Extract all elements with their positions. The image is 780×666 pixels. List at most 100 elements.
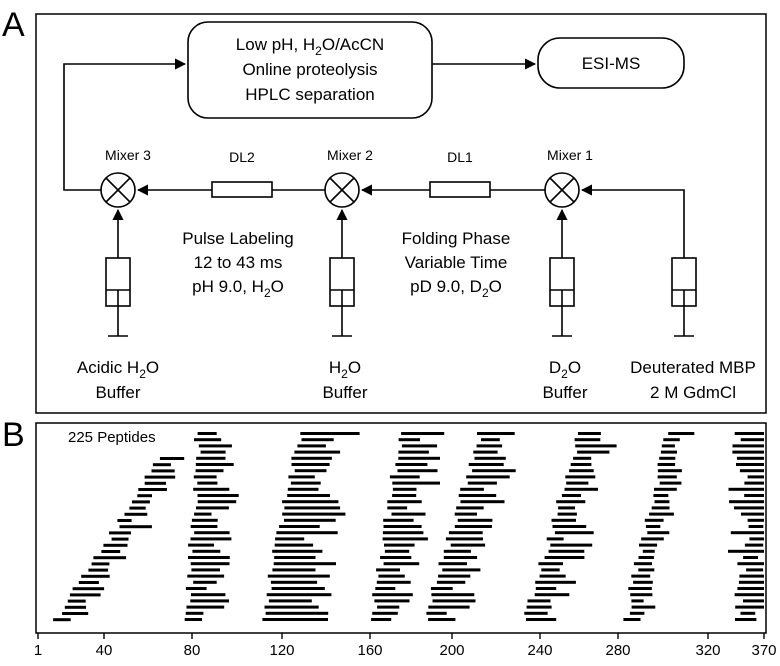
peptide-bar	[290, 481, 321, 485]
mixer-1-label: Mixer 1	[547, 147, 593, 163]
peptide-bar	[276, 531, 338, 535]
peptide-bar	[631, 599, 644, 603]
peptide-bar	[654, 487, 677, 491]
peptide-bar	[734, 593, 764, 597]
peptide-bar	[191, 518, 218, 522]
peptide-bar	[384, 549, 410, 553]
peptide-bar	[739, 469, 764, 473]
peptide-bar	[476, 444, 503, 448]
peptide-bar	[267, 574, 330, 578]
x-tick-label: 1	[34, 642, 42, 659]
peptide-bar	[565, 475, 596, 479]
folding-phase-line-3: pD 9.0, D2O	[410, 277, 502, 300]
mixer-1	[544, 172, 580, 208]
delay-line-1	[429, 181, 491, 198]
peptide-bar	[729, 500, 764, 504]
peptide-bar	[443, 549, 471, 553]
peptide-bars	[53, 432, 764, 622]
peptide-bar	[69, 593, 101, 597]
peptide-bar	[187, 574, 225, 578]
peptide-bar	[526, 618, 557, 621]
peptide-bar	[398, 456, 440, 460]
peptide-bar	[657, 463, 676, 466]
peptide-bar	[194, 531, 230, 535]
peptide-bar	[194, 512, 212, 516]
peptide-bar	[651, 506, 670, 510]
peptide-bar	[428, 605, 470, 609]
peptide-bar	[197, 432, 217, 435]
esi-ms-label: ESI-MS	[582, 54, 641, 73]
peptide-bar	[382, 531, 424, 535]
peptide-bar	[738, 580, 764, 584]
peptide-bar	[473, 450, 498, 454]
peptide-bar	[291, 456, 332, 460]
mixer-3	[100, 172, 136, 208]
peptide-bar	[387, 500, 422, 504]
peptide-bar	[196, 506, 229, 510]
peptide-bar	[196, 456, 226, 460]
delay-line-2-label: DL2	[229, 149, 255, 165]
peptide-bar	[663, 438, 680, 442]
hplc-box	[187, 21, 433, 119]
peptide-bar	[631, 574, 651, 578]
peptide-bar	[445, 537, 483, 541]
peptide-bar	[538, 562, 563, 566]
peptide-bar	[384, 543, 415, 547]
peptide-bar	[186, 605, 225, 609]
peptide-bar	[430, 587, 453, 590]
peptide-bar	[748, 525, 764, 528]
peptide-bar	[279, 525, 320, 528]
peptide-bar	[371, 618, 392, 621]
peptide-bar	[438, 574, 471, 578]
peptide-bar	[78, 581, 99, 584]
peptide-bar	[659, 481, 682, 485]
peptide-bar	[375, 587, 396, 590]
mbp-line-1: Deuterated MBP	[630, 358, 756, 377]
peptide-bar	[730, 531, 764, 535]
peptide-bar	[534, 593, 570, 597]
peptide-bar	[573, 456, 592, 460]
peptide-bar	[191, 568, 220, 572]
peptide-bar	[631, 605, 656, 609]
peptide-bar	[438, 562, 467, 566]
d2o-buffer-line-2: Buffer	[542, 383, 587, 402]
peptide-bar	[397, 469, 438, 473]
peptide-bar	[737, 562, 764, 566]
acidic-buffer-line-1: Acidic H2O	[77, 358, 159, 381]
panel-b-label: B	[2, 416, 25, 454]
peptide-bar	[144, 481, 166, 485]
peptide-bar	[448, 531, 483, 535]
peptide-bar	[376, 580, 411, 584]
x-tick-label: 240	[527, 642, 552, 659]
peptide-bar	[746, 568, 764, 572]
peptide-bar	[732, 444, 764, 448]
peptide-bar	[629, 611, 645, 615]
peptide-bar	[398, 438, 420, 442]
peptide-bar	[391, 512, 426, 516]
peptide-bar	[190, 525, 218, 528]
peptide-bar	[383, 525, 422, 528]
pulse-labeling-line-3: pH 9.0, H2O	[192, 277, 284, 300]
hplc-line-3: HPLC separation	[245, 85, 374, 104]
delay-line-2	[211, 181, 273, 198]
peptide-bar	[81, 574, 110, 578]
x-tick-label: 370	[751, 642, 776, 659]
peptide-bar	[377, 605, 400, 609]
peptide-bar	[743, 556, 758, 559]
mbp-to-mixer1-arrow	[580, 184, 685, 258]
peptide-bar	[53, 618, 71, 622]
peptide-bar	[266, 593, 332, 597]
mixer3-to-hplc-arrow	[63, 58, 187, 191]
mbp-line-2: 2 M GdmCl	[650, 383, 736, 402]
peptide-bar	[468, 463, 504, 466]
peptide-bar	[294, 469, 327, 473]
peptide-bar	[654, 500, 670, 504]
peptide-bar	[192, 549, 221, 553]
peptide-bar	[378, 574, 405, 578]
h2o-buffer-line-1: H2O	[329, 358, 361, 381]
peptide-bar	[744, 543, 764, 547]
peptide-bar	[273, 562, 336, 566]
peptide-bar	[284, 506, 341, 510]
hplc-line-2: Online proteolysis	[242, 60, 377, 79]
peptide-bar	[185, 587, 207, 590]
